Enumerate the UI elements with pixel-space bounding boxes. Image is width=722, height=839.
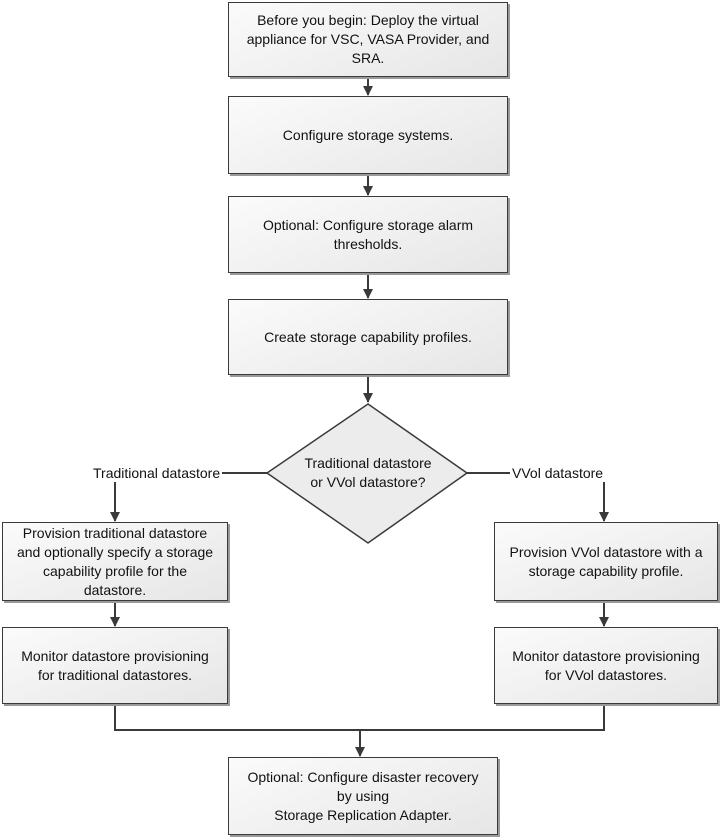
step-disaster-recovery: Optional: Configure disaster recovery by… — [228, 757, 498, 835]
branch-label-traditional: Traditional datastore — [91, 464, 223, 482]
step-configure-storage-systems: Configure storage systems. — [228, 96, 508, 174]
connector-merge — [114, 704, 605, 731]
step-provision-traditional: Provision traditional datastore and opti… — [2, 522, 228, 601]
step-provision-vvol: Provision VVol datastore with a storage … — [494, 522, 718, 601]
decision-diamond — [265, 403, 469, 544]
step-configure-alarm-thresholds: Optional: Configure storage alarm thresh… — [228, 196, 508, 273]
branch-label-vvol: VVol datastore — [510, 464, 606, 482]
step-before-you-begin: Before you begin: Deploy the virtual app… — [228, 2, 508, 77]
decision-label: Traditional datastore or VVol datastore? — [304, 455, 432, 490]
step-monitor-traditional: Monitor datastore provisioning for tradi… — [2, 627, 228, 704]
step-monitor-vvol: Monitor datastore provisioning for VVol … — [494, 627, 718, 704]
step-create-capability-profiles: Create storage capability profiles. — [228, 299, 508, 375]
